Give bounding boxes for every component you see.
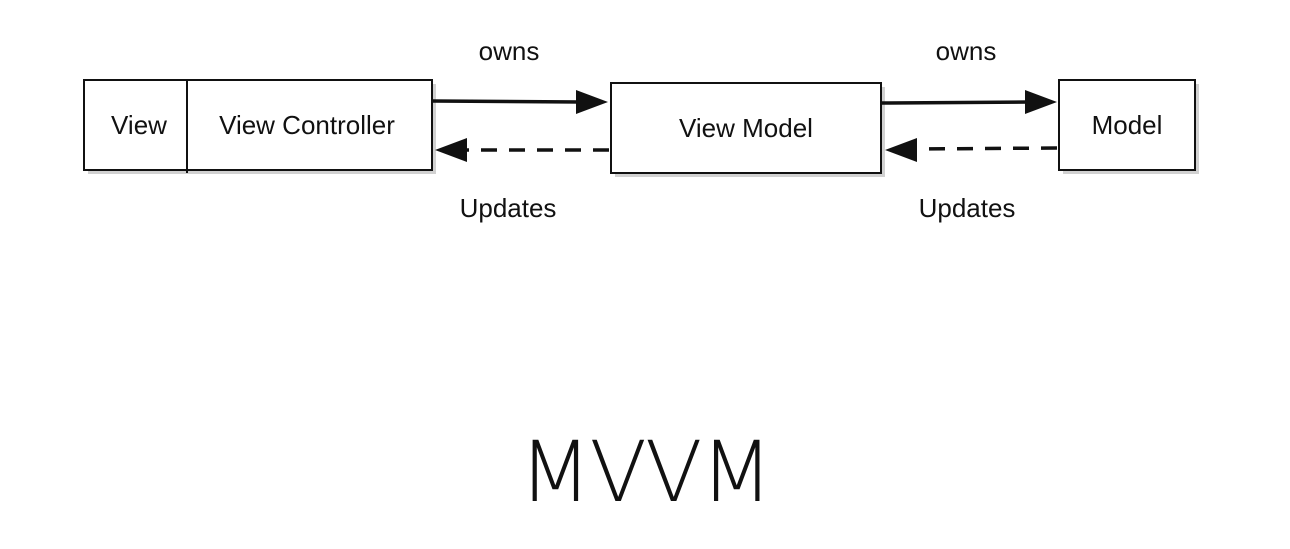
- view-controller-label: View Controller: [219, 110, 395, 140]
- view-model-node: View Model: [610, 82, 882, 174]
- model-node: Model: [1058, 79, 1196, 171]
- model-label: Model: [1092, 110, 1163, 140]
- view-model-label: View Model: [679, 113, 813, 143]
- owns-arrow-left-line: [431, 99, 581, 104]
- updates-arrow-right-head: [885, 138, 917, 162]
- owns-arrow-right-head: [1025, 90, 1057, 114]
- page-title: MVVM: [519, 423, 773, 521]
- owns-arrow-left: [431, 90, 608, 114]
- updates-label-left: Updates: [460, 193, 557, 223]
- model-box: [1058, 79, 1196, 171]
- owns-arrow-right: [880, 90, 1057, 114]
- updates-arrow-left: [435, 138, 609, 162]
- updates-arrow-right-line: [911, 146, 1058, 151]
- updates-arrow-right: [885, 138, 1058, 162]
- owns-label-right: owns: [936, 36, 997, 66]
- view-controller-node: View View Controller: [83, 79, 433, 173]
- updates-label-right: Updates: [919, 193, 1016, 223]
- view-model-box: [610, 82, 882, 174]
- owns-arrow-left-head: [576, 90, 608, 114]
- owns-label-left: owns: [479, 36, 540, 66]
- updates-arrow-left-head: [435, 138, 467, 162]
- owns-arrow-right-line: [880, 100, 1031, 105]
- view-controller-box: [83, 79, 433, 171]
- view-label: View: [111, 110, 167, 140]
